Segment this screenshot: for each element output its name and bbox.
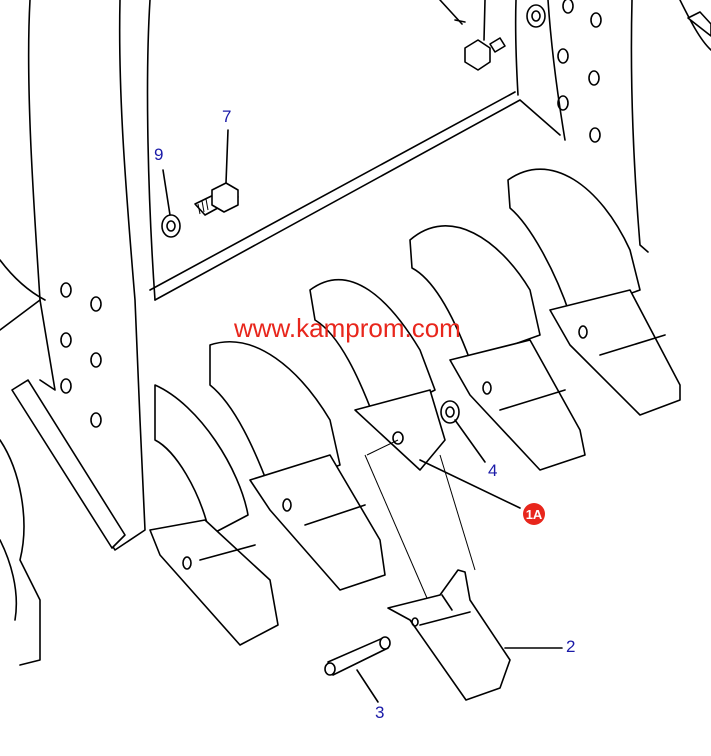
bucket-right-side-plate xyxy=(547,0,711,253)
callout-7: 7 xyxy=(222,107,231,126)
tooth-adapter-3 xyxy=(309,278,446,471)
callout-2: 2 xyxy=(566,637,575,656)
leader-1a xyxy=(419,459,521,509)
tooth-adapter-5 xyxy=(507,168,681,416)
tooth-point-2 xyxy=(387,569,563,701)
callout-4: 4 xyxy=(488,461,497,480)
tooth-adapter-2 xyxy=(209,341,386,591)
tooth-adapter-1 xyxy=(149,384,279,646)
washer-4 xyxy=(440,400,486,463)
bucket-left-side-plate xyxy=(0,0,156,551)
top-washer xyxy=(526,4,546,28)
bucket-left-edge xyxy=(0,439,41,666)
callout-1a: 1A xyxy=(526,507,543,522)
bolt-7 xyxy=(194,129,239,216)
exploded-guide-lines xyxy=(364,439,476,606)
callout-9: 9 xyxy=(154,145,163,164)
top-bolt xyxy=(464,0,506,71)
bucket-back-wall xyxy=(149,0,561,301)
callout-1a-badge: 1A xyxy=(523,503,545,525)
washer-9 xyxy=(161,169,181,238)
callout-3: 3 xyxy=(375,703,384,722)
watermark-text: www.kamprom.com xyxy=(233,313,461,343)
pin-3 xyxy=(324,636,391,703)
tooth-adapter-4 xyxy=(409,225,586,471)
